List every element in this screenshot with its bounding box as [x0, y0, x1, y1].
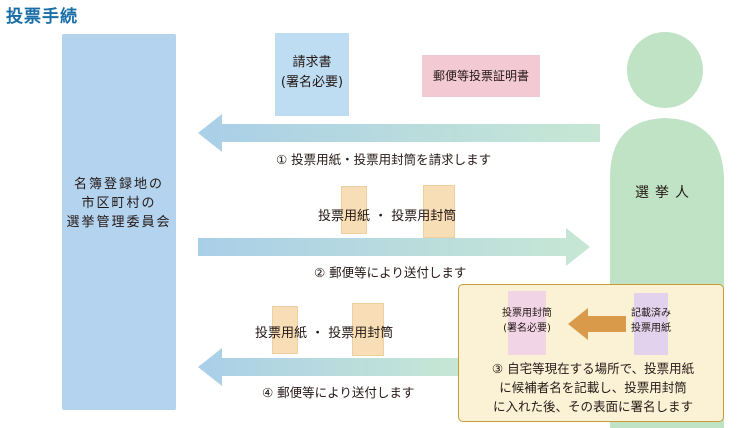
step2-label: ② 郵便等により送付します	[314, 265, 467, 280]
step4-label: ④ 郵便等により送付します	[262, 385, 415, 400]
request-document-label: 請求書 (署名必要)	[280, 55, 344, 90]
step3-label: ③ 自宅等現在する場所で、投票用紙 に候補者名を記載し、投票用封筒 に入れた後、…	[491, 361, 695, 414]
arrow-step1	[198, 114, 600, 152]
arrow-step2	[198, 228, 590, 266]
request-document	[275, 33, 349, 116]
signed-envelope-icon	[508, 291, 546, 355]
voter-label: 選挙人	[635, 185, 695, 201]
election-office-label: 名簿登録地の 市区町村の 選挙管理委員会	[66, 177, 172, 230]
filled-ballot-icon	[634, 293, 668, 355]
filled-ballot-label: 記載済み 投票用紙	[631, 308, 671, 334]
insert-arrow-icon	[568, 308, 626, 340]
page-title: 投票手続	[6, 7, 78, 27]
ballot-items-label: 投票用紙 ・ 投票用封筒	[318, 209, 457, 224]
step3-box	[458, 284, 724, 422]
signed-envelope-label: 投票用封筒 (署名必要)	[502, 308, 552, 334]
ballot-paper-return-icon	[272, 306, 298, 354]
postal-voting-certificate	[422, 55, 540, 97]
ballot-items-return-label: 投票用紙 ・ 投票用封筒	[255, 326, 394, 341]
ballot-paper-icon	[341, 186, 367, 234]
arrow-step4	[198, 348, 460, 386]
postal-voting-certificate-label: 郵便等投票証明書	[432, 69, 529, 83]
ballot-envelope-return-icon	[352, 303, 384, 356]
election-office-box	[62, 34, 176, 410]
step1-label: ① 投票用紙・投票用封筒を請求します	[276, 152, 492, 167]
ballot-envelope-icon	[423, 185, 455, 238]
